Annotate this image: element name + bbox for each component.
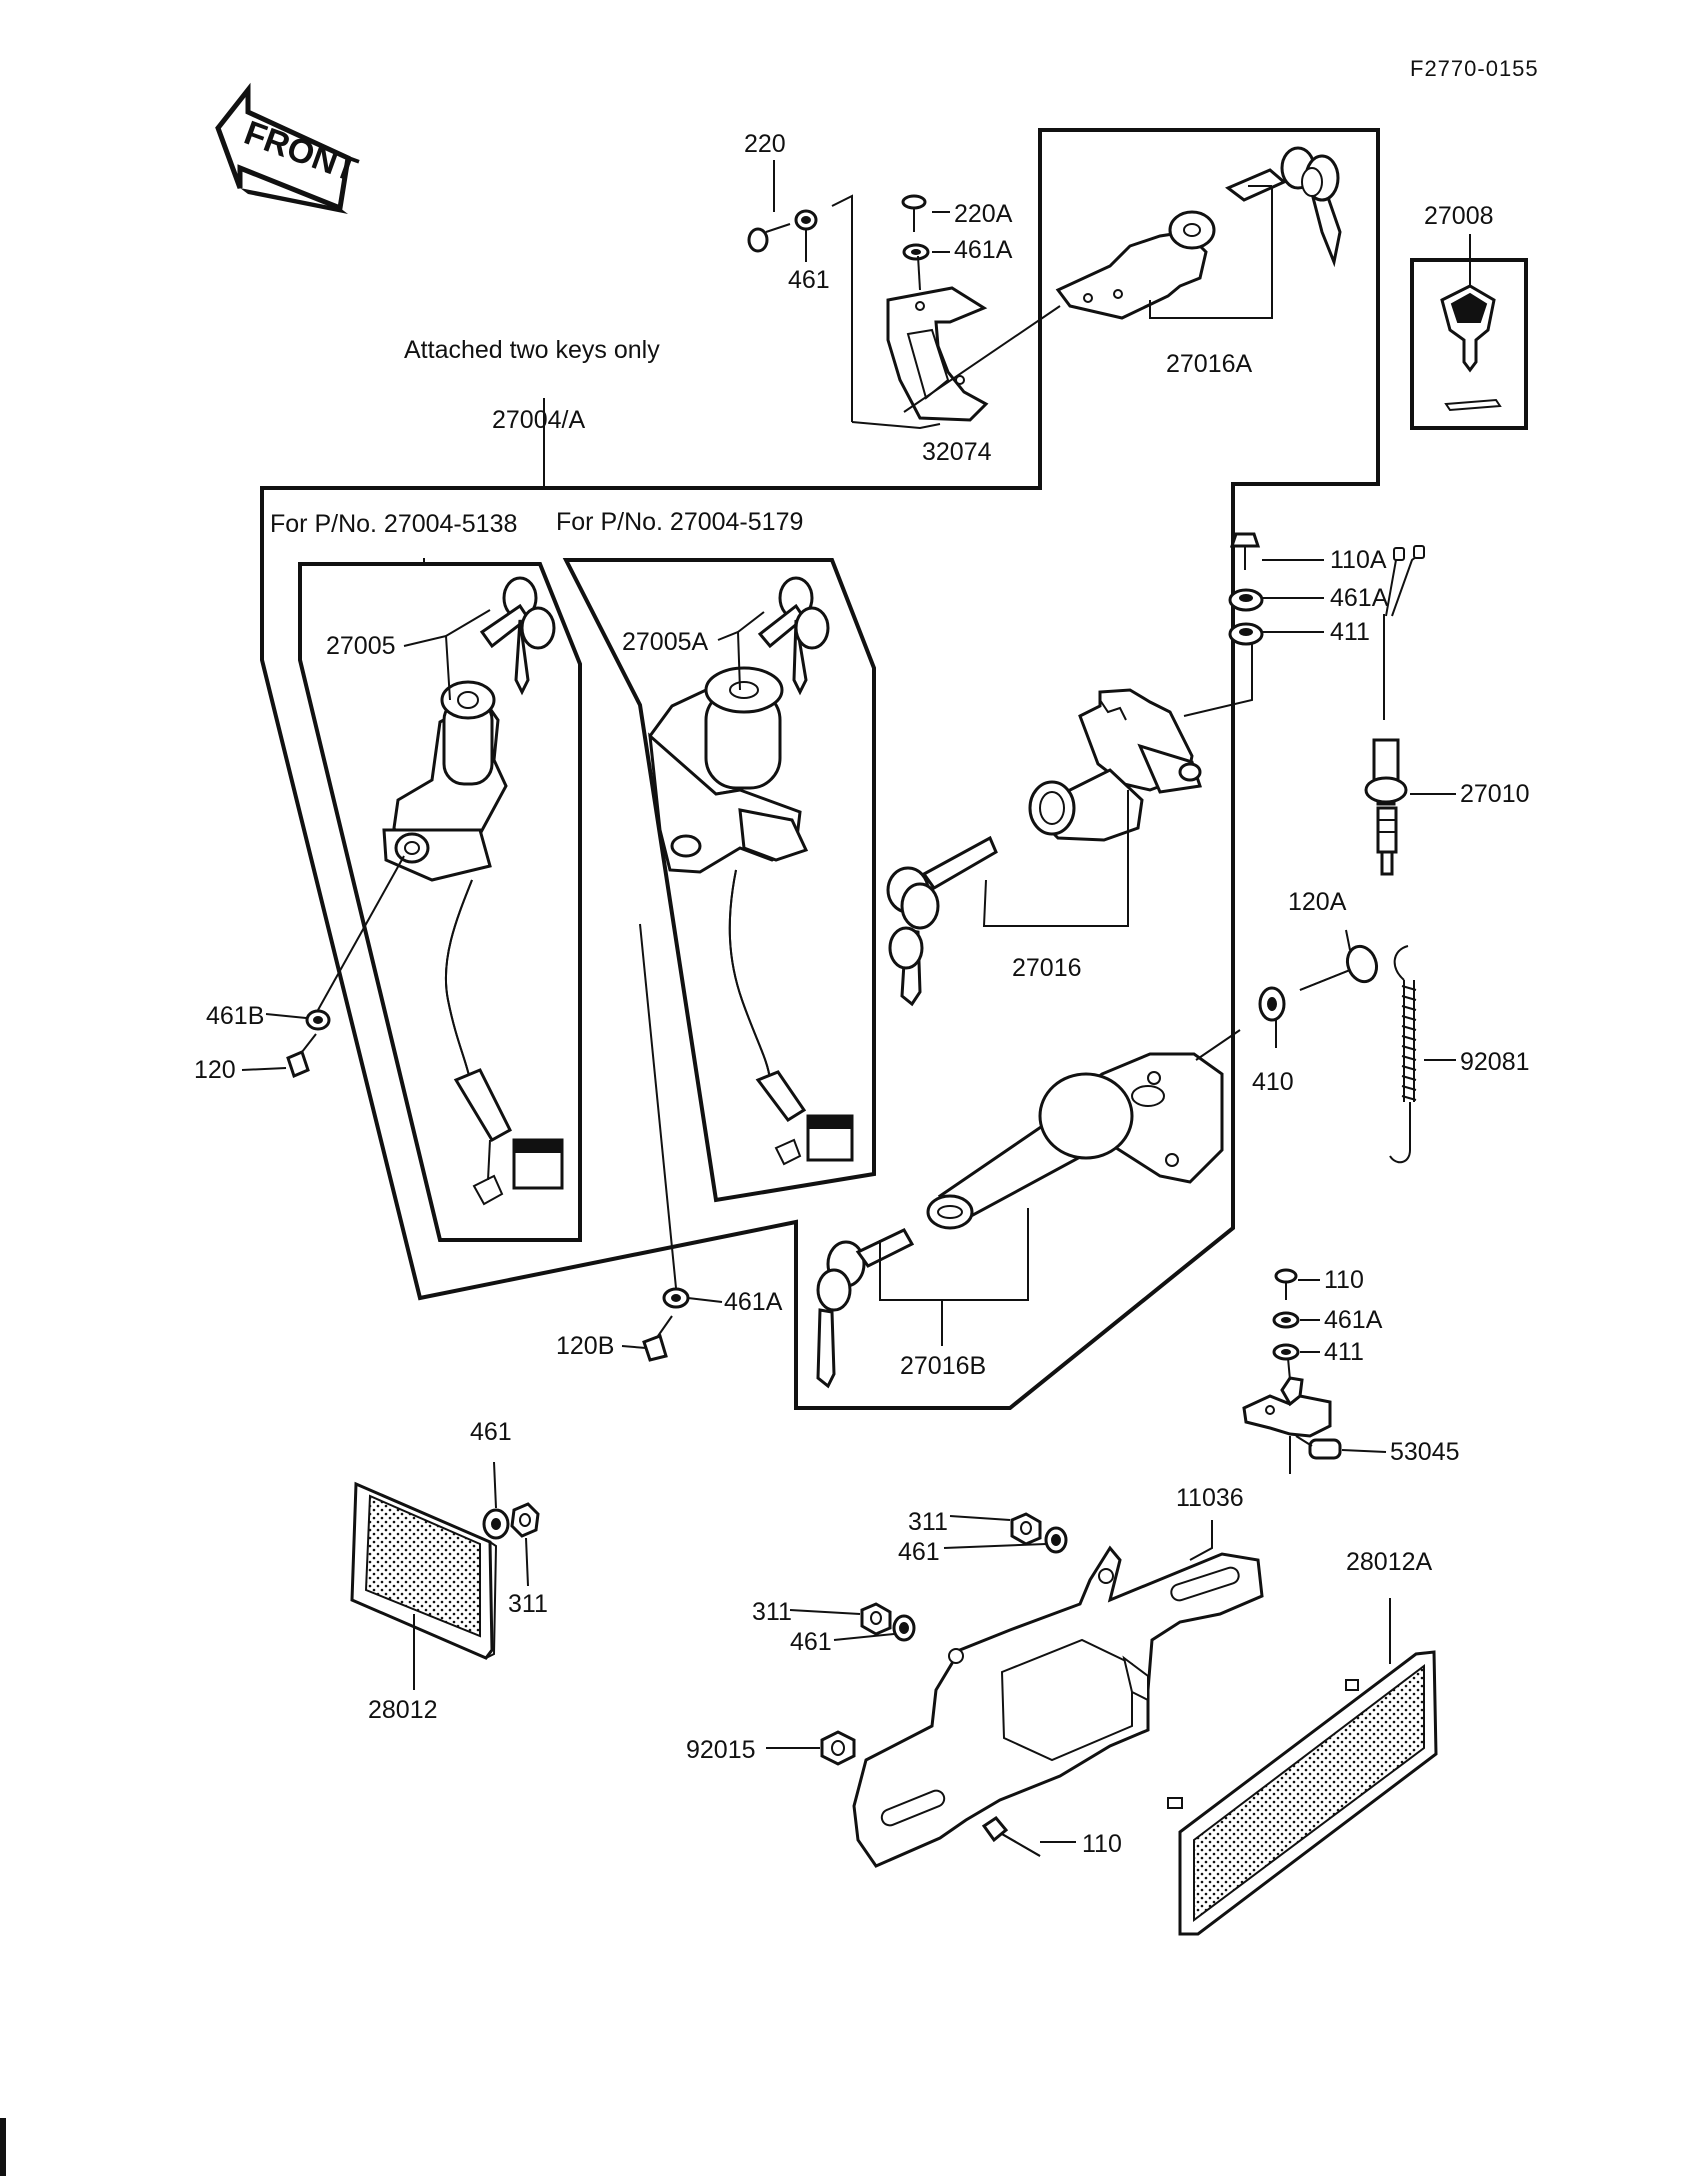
callout-27005: 27005 xyxy=(326,632,396,660)
washer-411-right xyxy=(1228,622,1264,646)
callout-461A-top: 461A xyxy=(954,236,1013,264)
callout-110-lower: 110 xyxy=(1082,1830,1122,1858)
bolt-220 xyxy=(747,223,791,253)
screw-220A xyxy=(901,194,927,232)
group-boundary-5138 xyxy=(298,562,582,1242)
ignition-switch-27005A xyxy=(648,666,854,1166)
ignition-switch-27005 xyxy=(382,680,564,1206)
bracket-32074 xyxy=(886,286,989,422)
callout-461A-right: 461A xyxy=(1330,584,1389,612)
document-code: F2770-0155 xyxy=(1410,56,1539,81)
callout-311-left: 311 xyxy=(508,1590,548,1618)
washer-461A-right xyxy=(1228,588,1264,612)
callout-27008: 27008 xyxy=(1424,202,1494,230)
keys-27005A xyxy=(757,576,830,696)
callout-461A-mid: 461A xyxy=(724,1288,783,1316)
washer-461A-lower xyxy=(1272,1311,1300,1329)
callout-27010: 27010 xyxy=(1460,780,1530,808)
note-variant-5138: For P/No. 27004-5138 xyxy=(270,510,517,538)
callout-27016: 27016 xyxy=(1012,954,1082,982)
plate-bracket-11036 xyxy=(852,1545,1264,1868)
callout-461-top: 461 xyxy=(788,266,830,294)
scan-edge-mark xyxy=(0,2118,6,2176)
group-boundary-27004A xyxy=(260,128,1380,1410)
latch-53045 xyxy=(1242,1376,1342,1460)
nut-311-a xyxy=(1010,1512,1042,1546)
washer-461-a xyxy=(1044,1526,1068,1554)
washer-461A-top xyxy=(902,243,930,261)
callout-311-b: 311 xyxy=(752,1598,792,1626)
washer-410 xyxy=(1258,986,1286,1022)
callout-461-b: 461 xyxy=(790,1628,832,1656)
callout-120B: 120B xyxy=(556,1332,614,1360)
bolt-120B xyxy=(642,1315,673,1362)
keys-27016A xyxy=(1225,146,1342,268)
callout-110-upper: 110 xyxy=(1324,1266,1364,1294)
callout-27016B: 27016B xyxy=(900,1352,986,1380)
note-attached-keys: Attached two keys only xyxy=(404,336,660,364)
washer-461A-mid xyxy=(662,1287,690,1309)
bolt-110A xyxy=(1229,532,1261,570)
key-27008 xyxy=(1440,284,1502,412)
bolt-110-upper xyxy=(1274,1268,1298,1300)
callout-110A: 110A xyxy=(1330,546,1387,574)
washer-461-left xyxy=(482,1508,510,1540)
callout-461B: 461B xyxy=(206,1002,264,1030)
callout-27005A: 27005A xyxy=(622,628,709,656)
washer-461B xyxy=(305,1009,331,1031)
callout-461A-lower: 461A xyxy=(1324,1306,1383,1334)
keys-27016B xyxy=(816,1228,915,1389)
callout-92015: 92015 xyxy=(686,1736,756,1764)
callout-120: 120 xyxy=(194,1056,236,1084)
reflector-28012 xyxy=(350,1481,498,1660)
reflector-28012A xyxy=(1167,1650,1438,1936)
callout-411-right: 411 xyxy=(1330,618,1370,646)
ignition-switch-27016 xyxy=(1028,688,1202,842)
callout-11036: 11036 xyxy=(1176,1484,1244,1512)
group-boundary-5179 xyxy=(562,558,876,1203)
nut-311-b xyxy=(860,1602,892,1636)
bolt-110-lower xyxy=(981,1816,1041,1857)
washer-461-top xyxy=(794,209,818,231)
callout-311-a: 311 xyxy=(908,1508,948,1536)
seat-lock-27016B xyxy=(926,1052,1224,1230)
callout-220A: 220A xyxy=(954,200,1013,228)
spring-92081 xyxy=(1389,945,1417,1164)
callout-92081: 92081 xyxy=(1460,1048,1530,1076)
front-arrow: FRONT xyxy=(215,82,363,214)
ignition-switch-27016A xyxy=(1055,210,1216,320)
nut-92015 xyxy=(820,1730,856,1766)
washer-461-b xyxy=(892,1614,916,1642)
bolt-120A xyxy=(1299,944,1379,991)
note-variant-5179: For P/No. 27004-5179 xyxy=(556,508,803,536)
callout-28012: 28012 xyxy=(368,1696,438,1724)
callout-410: 410 xyxy=(1252,1068,1294,1096)
callout-461-a: 461 xyxy=(898,1538,940,1566)
bolt-120 xyxy=(286,1033,317,1079)
callout-53045: 53045 xyxy=(1390,1438,1460,1466)
callout-120A: 120A xyxy=(1288,888,1347,916)
callout-32074: 32074 xyxy=(922,438,992,466)
washer-411-lower xyxy=(1272,1343,1300,1361)
switch-27010 xyxy=(1364,545,1425,876)
callout-461-left: 461 xyxy=(470,1418,512,1446)
callout-411-lower: 411 xyxy=(1324,1338,1364,1366)
callout-220: 220 xyxy=(744,130,786,158)
leader-lines xyxy=(241,160,1471,1843)
keys-27016 xyxy=(886,835,998,1007)
callout-28012A: 28012A xyxy=(1346,1548,1433,1576)
note-kit-27004A: 27004/A xyxy=(492,406,585,434)
nut-311-left xyxy=(510,1502,540,1538)
keys-27005 xyxy=(479,576,556,696)
callout-27016A: 27016A xyxy=(1166,350,1253,378)
